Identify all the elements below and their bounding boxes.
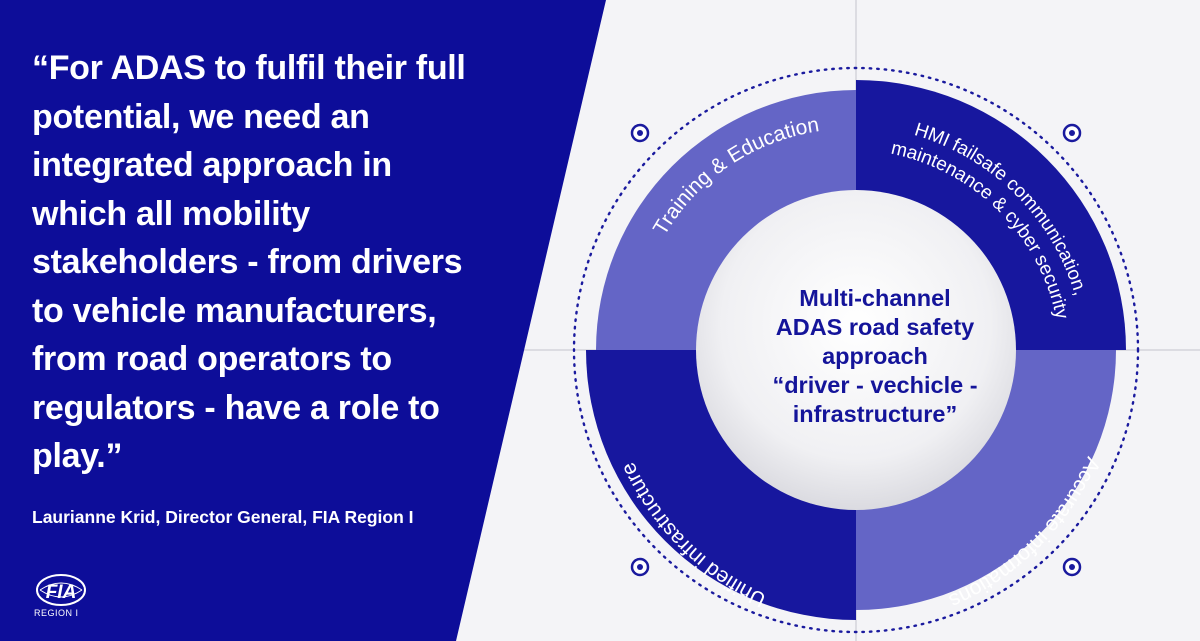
quote-panel: [0, 0, 606, 641]
center-line: infrastructure”: [792, 401, 958, 427]
fia-logo: FIA: [36, 574, 86, 606]
center-disc: [696, 190, 1016, 510]
quote-line: integrated approach in: [32, 146, 392, 184]
center-line: ADAS road safety: [775, 314, 975, 340]
center-line: “driver - vechicle -: [772, 372, 978, 398]
ring-marker-bottom-left: [630, 557, 650, 577]
center-line: Multi-channel: [799, 285, 951, 311]
svg-text:FIA: FIA: [46, 582, 77, 603]
quote-line: stakeholders - from drivers: [32, 243, 463, 281]
center-title: Multi-channel ADAS road safety approach …: [725, 284, 1025, 429]
ring-marker-bottom-right: [1062, 557, 1082, 577]
logo-subtitle: REGION I: [34, 608, 79, 618]
quote-text: “For ADAS to fulfil their full potential…: [32, 44, 502, 481]
quote-line: which all mobility: [32, 194, 310, 233]
quote-line: from road operators to: [32, 340, 392, 378]
quote-attribution: Laurianne Krid, Director General, FIA Re…: [32, 507, 414, 527]
quote-line: regulators - have a role to: [32, 388, 440, 427]
ring-marker-top-left: [630, 123, 650, 143]
ring-marker-top-right: [1062, 123, 1082, 143]
quote-line: “For ADAS to fulfil their full: [32, 49, 466, 87]
center-line: approach: [822, 343, 928, 369]
quote-line: to vehicle manufacturers,: [32, 291, 437, 330]
dotted-ring: [572, 66, 1140, 634]
quote-line: potential, we need an: [32, 97, 370, 136]
quote-line: play.”: [32, 437, 123, 475]
